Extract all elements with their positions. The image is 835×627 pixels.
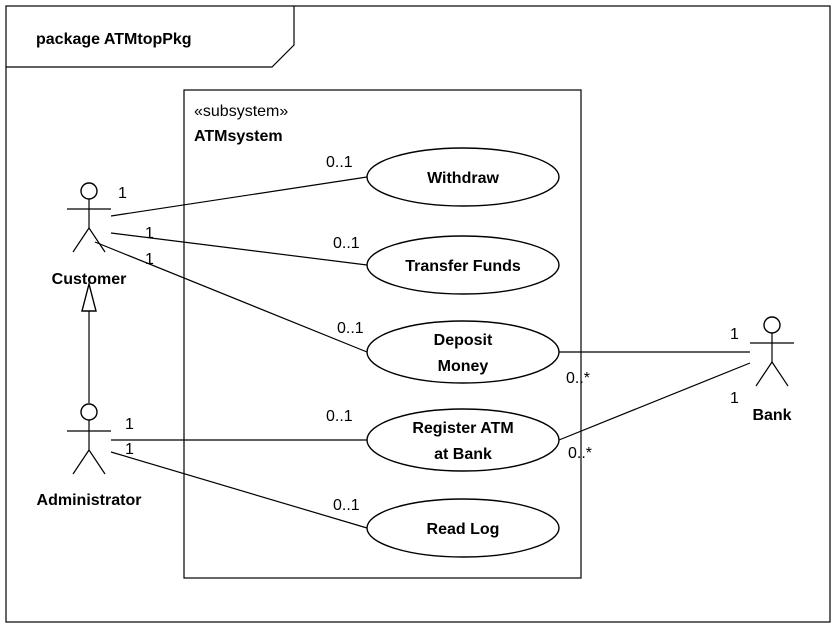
multiplicity-admin-register-uc: 0..1	[326, 408, 353, 425]
package-label: package ATMtopPkg	[36, 31, 192, 48]
multiplicity-bank-deposit-uc: 0..*	[566, 370, 590, 387]
usecase-transfer-funds[interactable]: Transfer Funds	[366, 235, 560, 295]
actor-customer-label: Customer	[52, 271, 127, 288]
usecase-withdraw-label: Withdraw	[427, 170, 499, 187]
usecase-register-atm-ellipse	[366, 408, 560, 472]
subsystem-stereotype: «subsystem»	[194, 103, 288, 120]
multiplicity-admin-readlog-uc: 0..1	[333, 497, 360, 514]
subsystem-boundary	[183, 89, 582, 579]
association-customer-transfer	[110, 232, 368, 266]
usecase-deposit-money-label-line2: Money	[438, 358, 489, 375]
actor-administrator-head	[80, 403, 98, 421]
actor-bank-label: Bank	[752, 407, 791, 424]
usecase-transfer-funds-ellipse	[366, 235, 560, 295]
multiplicity-admin-register-actor: 1	[125, 416, 134, 433]
association-customer-withdraw	[110, 176, 368, 217]
usecase-read-log[interactable]: Read Log	[366, 498, 560, 558]
multiplicity-cust-withdraw-uc: 0..1	[326, 154, 353, 171]
actor-administrator[interactable]: Administrator	[37, 403, 142, 509]
package-frame	[5, 5, 831, 623]
actor-bank-right-leg	[771, 361, 789, 387]
subsystem-name: ATMsystem	[194, 128, 283, 145]
usecase-transfer-funds-label: Transfer Funds	[405, 258, 521, 275]
association-customer-deposit	[94, 241, 368, 353]
usecase-read-log-ellipse	[366, 498, 560, 558]
actor-customer[interactable]: Customer	[52, 182, 127, 288]
usecase-register-atm[interactable]: Register ATM at Bank	[366, 408, 560, 472]
usecase-withdraw-ellipse	[366, 147, 560, 207]
multiplicity-cust-deposit-uc: 0..1	[337, 320, 364, 337]
usecase-withdraw[interactable]: Withdraw	[366, 147, 560, 207]
package-tab	[6, 6, 295, 68]
association-bank-register	[558, 362, 751, 441]
association-admin-readlog	[110, 451, 368, 529]
usecase-register-atm-label-line2: at Bank	[434, 446, 492, 463]
multiplicity-bank-register-uc: 0..*	[568, 445, 592, 462]
usecase-deposit-money-ellipse	[366, 320, 560, 384]
generalization-arrowhead	[81, 281, 97, 312]
multiplicity-cust-transfer-uc: 0..1	[333, 235, 360, 252]
usecase-read-log-label: Read Log	[427, 521, 500, 538]
multiplicity-cust-transfer-actor: 1	[145, 225, 154, 242]
multiplicity-bank-register-actor: 1	[730, 390, 739, 407]
actor-customer-right-leg	[88, 227, 106, 253]
multiplicity-cust-withdraw-actor: 1	[118, 185, 127, 202]
usecase-deposit-money[interactable]: Deposit Money	[366, 320, 560, 384]
actor-customer-head	[80, 182, 98, 200]
actor-administrator-left-leg	[72, 449, 90, 475]
multiplicity-bank-deposit-actor: 1	[730, 326, 739, 343]
usecase-register-atm-label-line1: Register ATM	[412, 420, 513, 437]
multiplicity-admin-readlog-actor: 1	[125, 441, 134, 458]
actor-customer-left-leg	[72, 227, 90, 253]
actor-bank[interactable]: Bank	[750, 316, 794, 424]
usecase-deposit-money-label-line1: Deposit	[434, 332, 493, 349]
multiplicity-cust-deposit-actor: 1	[145, 251, 154, 268]
actor-bank-left-leg	[755, 361, 773, 387]
actor-administrator-label: Administrator	[37, 492, 142, 509]
actor-administrator-right-leg	[88, 449, 106, 475]
actor-bank-head	[763, 316, 781, 334]
